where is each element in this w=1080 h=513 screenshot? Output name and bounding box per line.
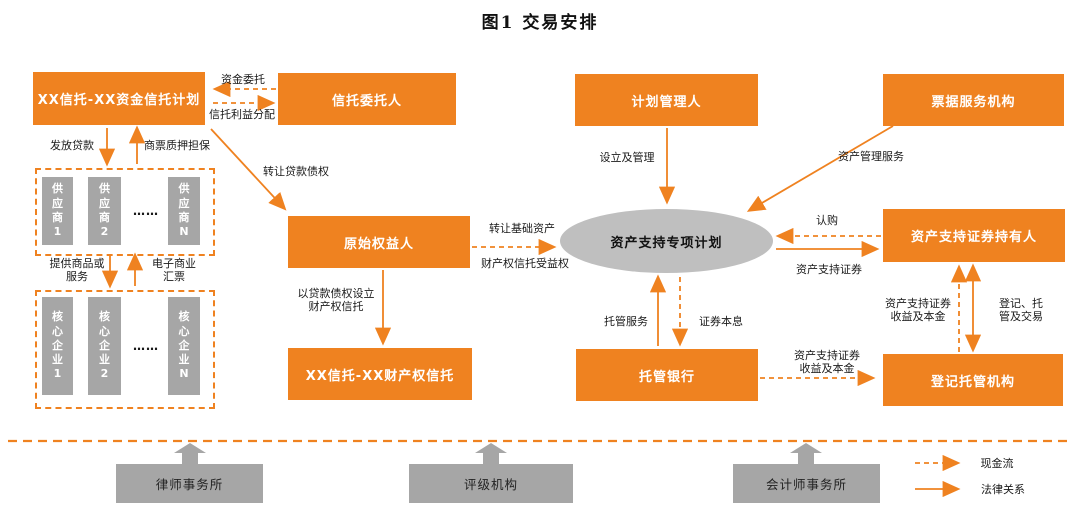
node-supplier-2: 供应商2 — [88, 177, 121, 245]
node-spv-ellipse: 资产支持专项计划 — [560, 209, 773, 273]
label-abs-securities: 资产支持证券 — [796, 263, 862, 276]
node-core-enterprise-n: 核心企业N — [168, 297, 200, 395]
node-core-enterprise-2: 核心企业2 — [88, 297, 121, 395]
label-custody-service: 托管服务 — [604, 315, 648, 328]
suppliers-group-box — [35, 168, 215, 256]
block-arrow-law-firm — [174, 443, 206, 464]
node-law-firm: 律师事务所 — [116, 464, 263, 503]
label-trust-benefit: 信托利益分配 — [209, 108, 275, 121]
node-originator: 原始权益人 — [288, 216, 470, 268]
label-bill-pledge: 商票质押担保 — [144, 139, 210, 152]
suppliers-ellipsis: …… — [133, 204, 159, 218]
label-fund-entrust: 资金委托 — [221, 73, 265, 86]
core-enterprises-group-box — [35, 290, 215, 409]
node-registrar: 登记托管机构 — [883, 354, 1063, 406]
block-arrow-rating-agency — [475, 443, 507, 464]
label-subscribe: 认购 — [816, 214, 838, 227]
node-abs-holders: 资产支持证券持有人 — [883, 209, 1065, 262]
node-accounting-firm: 会计师事务所 — [733, 464, 880, 503]
node-trustor: 信托委托人 — [278, 73, 456, 125]
label-abs-income-bank: 资产支持证券 收益及本金 — [794, 349, 860, 376]
label-securities-pi: 证券本息 — [699, 315, 743, 328]
label-transfer-base-assets: 转让基础资产 — [489, 222, 555, 235]
label-registration: 登记、托 管及交易 — [999, 297, 1043, 324]
node-core-enterprise-1: 核心企业1 — [42, 297, 73, 395]
node-supplier-n: 供应商N — [168, 177, 200, 245]
figure-title: 图1 交易安排 — [481, 13, 599, 33]
label-abs-income-reg: 资产支持证券 收益及本金 — [885, 297, 951, 324]
label-issue-loan: 发放贷款 — [50, 139, 94, 152]
node-supplier-1: 供应商1 — [42, 177, 73, 245]
label-e-bill: 电子商业 汇票 — [152, 257, 196, 284]
label-provide-goods: 提供商品或 服务 — [49, 257, 105, 284]
block-arrow-accounting-firm — [790, 443, 822, 464]
node-bill-service: 票据服务机构 — [883, 74, 1064, 126]
label-transfer-loan: 转让贷款债权 — [263, 165, 329, 178]
node-rating-agency: 评级机构 — [409, 464, 573, 503]
label-asset-mgmt-service: 资产管理服务 — [838, 150, 904, 163]
node-funding-trust: XX信托-XX资金信托计划 — [33, 72, 205, 125]
node-property-trust: XX信托-XX财产权信托 — [288, 348, 472, 400]
label-setup-manage: 设立及管理 — [599, 151, 655, 164]
legend-legal-label: 法律关系 — [981, 483, 1025, 496]
legend-cashflow-label: 现金流 — [980, 457, 1014, 470]
node-custodian-bank: 托管银行 — [576, 349, 758, 401]
label-property-trust-benefit: 财产权信托受益权 — [481, 257, 569, 270]
arrow-asset-mgmt-service — [746, 125, 894, 212]
node-plan-manager: 计划管理人 — [575, 74, 758, 126]
label-setup-property-trust: 以贷款债权设立 财产权信托 — [297, 287, 375, 314]
core-enterprises-ellipsis: …… — [133, 339, 159, 353]
